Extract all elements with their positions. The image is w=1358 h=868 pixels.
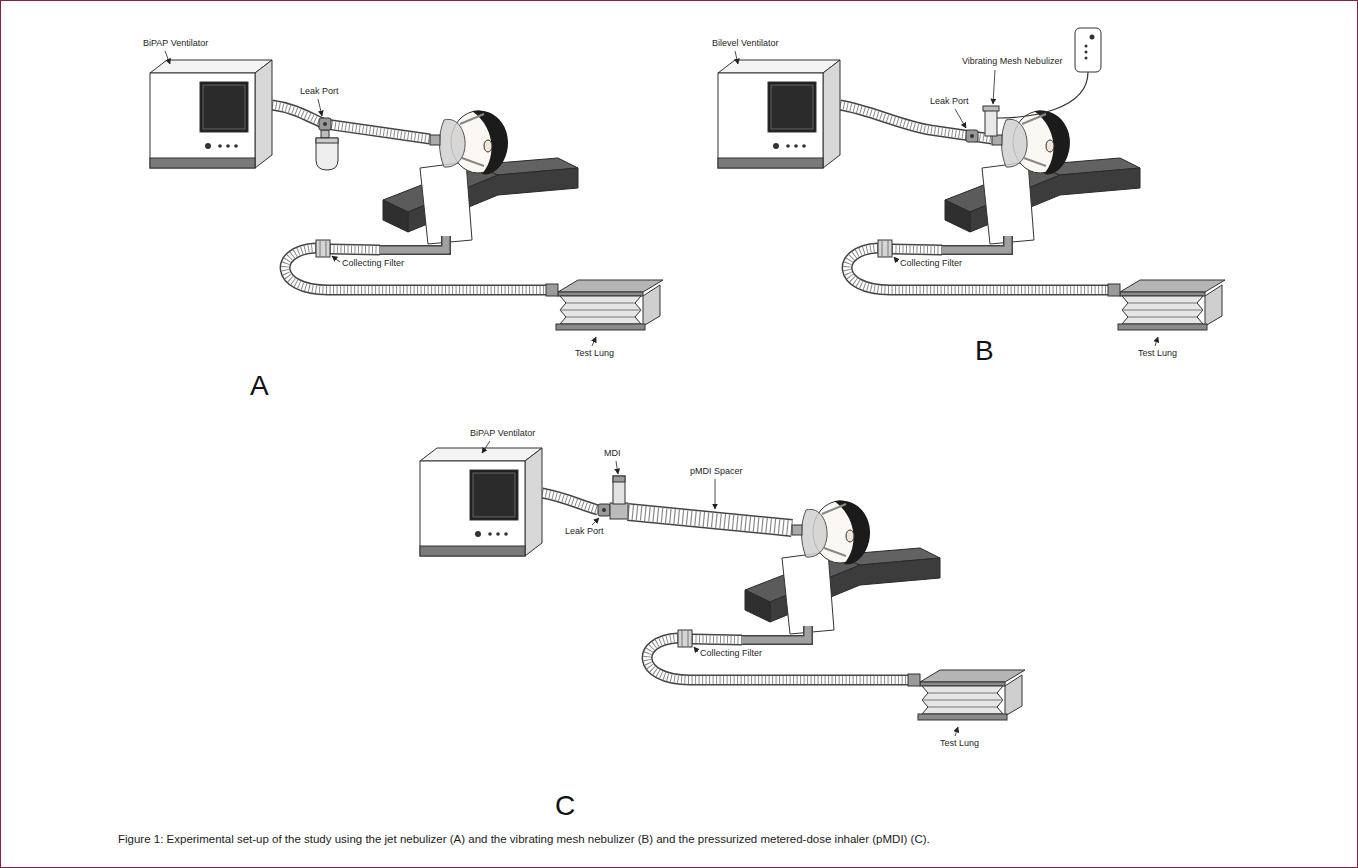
leader-arrow — [165, 51, 1158, 736]
part-label: BiPAP Ventilator — [470, 428, 535, 439]
mdi-canister — [613, 476, 625, 504]
panel-letter: C — [555, 790, 575, 822]
mesh-nebulizer — [983, 28, 1101, 136]
jet-nebulizer — [316, 130, 338, 170]
leader-arrow — [1155, 337, 1158, 346]
panel-c-setup — [542, 493, 598, 510]
leak-port — [598, 504, 610, 516]
ventilator-symbol — [150, 60, 272, 168]
mesh-nebulizer — [997, 72, 1088, 118]
panel-b-setup — [718, 28, 1225, 330]
mesh-nebulizer — [983, 106, 999, 111]
panel-a-setup — [272, 105, 430, 139]
mdi-canister — [613, 476, 625, 482]
mesh-nebulizer — [1075, 28, 1101, 72]
mdi-canister — [610, 476, 628, 519]
panel-c-setup — [628, 512, 792, 528]
part-label: Collecting Filter — [900, 258, 962, 269]
patient-manikin — [647, 500, 1025, 720]
leader-arrow — [482, 441, 490, 453]
part-label: Leak Port — [930, 96, 969, 107]
mesh-nebulizer — [1085, 51, 1088, 54]
patient-manikin — [285, 110, 663, 330]
patient-manikin — [847, 110, 1225, 330]
leak-port — [319, 118, 331, 130]
jet-nebulizer — [321, 130, 329, 138]
leader-arrow — [165, 51, 170, 64]
leader-arrow — [955, 727, 958, 736]
panel-a-setup — [272, 105, 430, 139]
part-label: Leak Port — [300, 86, 339, 97]
jet-nebulizer — [316, 138, 338, 170]
leader-arrow — [332, 256, 340, 262]
part-label: MDI — [604, 448, 621, 459]
panel-a-setup — [150, 60, 663, 330]
panel-c-setup — [628, 512, 792, 528]
ventilator-symbol — [718, 60, 840, 168]
leader-arrow — [993, 70, 995, 104]
leak-port — [598, 504, 610, 516]
part-label: Test Lung — [940, 738, 979, 749]
ventilator-symbol — [420, 448, 542, 556]
mesh-nebulizer — [985, 110, 997, 136]
panel-c-setup — [542, 493, 598, 510]
panel-a-setup — [272, 105, 430, 139]
leader-arrow — [616, 461, 618, 474]
part-label: Leak Port — [565, 526, 604, 537]
mdi-canister — [610, 503, 628, 519]
part-label: Test Lung — [575, 348, 614, 359]
mesh-nebulizer — [1090, 35, 1095, 40]
leader-arrow — [715, 479, 716, 509]
leader-arrow — [592, 518, 599, 525]
part-label: Test Lung — [1138, 348, 1177, 359]
leader-arrow — [894, 257, 898, 262]
part-label: Collecting Filter — [700, 648, 762, 659]
panel-c-setup — [420, 448, 1025, 720]
leader-arrow — [735, 51, 738, 64]
leader-arrow — [318, 99, 322, 116]
leader-arrow — [592, 337, 596, 346]
leader-arrow — [694, 647, 698, 652]
panel-c-setup — [542, 493, 598, 510]
part-label: Collecting Filter — [342, 258, 404, 269]
leak-port — [319, 118, 331, 130]
panel-letter: A — [250, 370, 269, 402]
leader-arrow — [955, 109, 966, 128]
figure-caption: Figure 1: Experimental set-up of the stu… — [118, 832, 1248, 847]
part-label: pMDI Spacer — [690, 466, 743, 477]
jet-nebulizer — [316, 138, 338, 143]
panel-c-setup — [628, 512, 792, 528]
part-label: BiPAP Ventilator — [143, 38, 208, 49]
part-label: Bilevel Ventilator — [712, 38, 779, 49]
leak-port — [602, 508, 606, 512]
part-label: Vibrating Mesh Nebulizer — [962, 56, 1062, 67]
leak-port — [323, 122, 327, 126]
mesh-nebulizer — [1085, 45, 1088, 48]
panel-letter: B — [975, 335, 994, 367]
mesh-nebulizer — [1085, 57, 1088, 60]
leak-port — [966, 130, 978, 142]
leak-port — [970, 134, 974, 138]
leak-port — [966, 130, 978, 142]
